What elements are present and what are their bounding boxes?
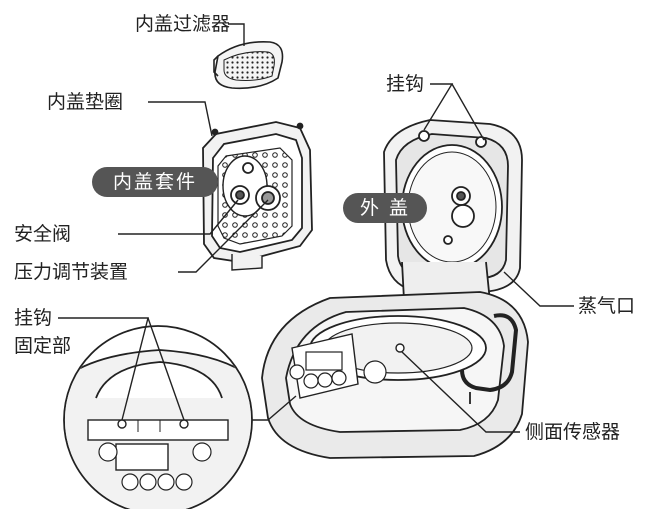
rice-cooker-body: [261, 119, 529, 459]
inner-lid-filter: [213, 40, 284, 90]
label-hook-mount-line1: 挂钩: [14, 307, 53, 329]
hook-mount-detail: [63, 325, 297, 513]
label-outer-lid: 外 盖: [343, 193, 427, 223]
label-inner-lid-gasket: 内盖垫圈: [47, 91, 124, 113]
label-hook-mount-line2: 固定部: [14, 335, 72, 357]
label-steam-vent: 蒸气口: [578, 295, 636, 317]
label-pressure-device: 压力调节装置: [14, 261, 129, 283]
label-inner-lid-filter: 内盖过滤器: [135, 13, 231, 35]
label-inner-lid-set: 内盖套件: [92, 167, 218, 197]
inner-lid-set: [202, 121, 313, 271]
label-side-sensor: 侧面传感器: [525, 421, 621, 443]
label-hook-top: 挂钩: [386, 73, 425, 95]
leader-lines: [58, 23, 574, 433]
label-safety-valve: 安全阀: [14, 223, 72, 245]
